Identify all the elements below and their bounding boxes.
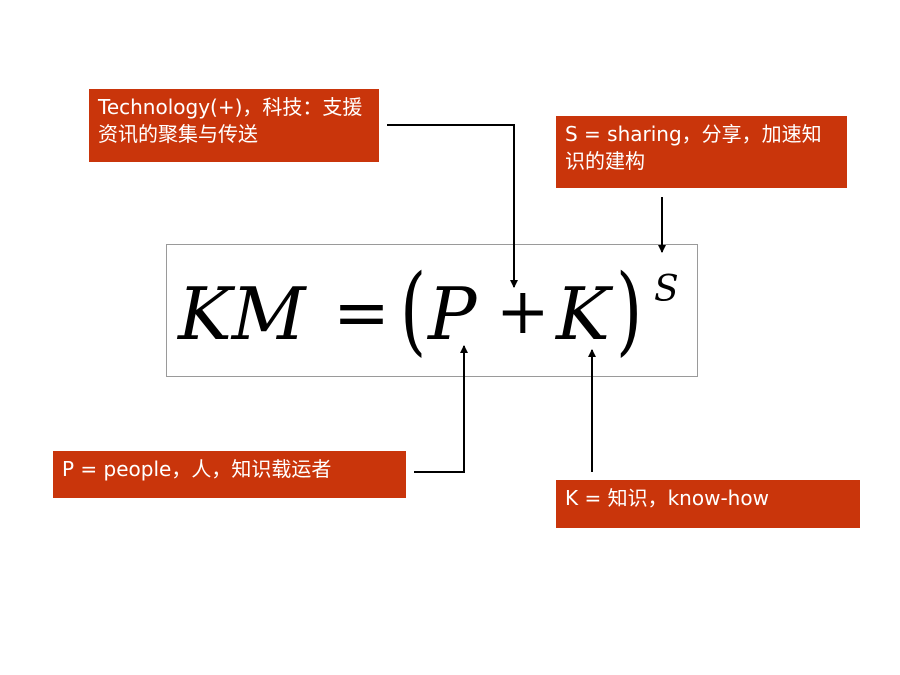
formula-k: K <box>556 272 610 356</box>
formula-p: P <box>428 272 477 356</box>
technology-callout: Technology(+)，科技：支援资讯的聚集与传送 <box>89 89 379 162</box>
formula-open-paren: ( <box>400 254 427 366</box>
knowledge-callout: K = 知识，know-how <box>556 480 860 528</box>
sharing-callout: S = sharing，分享，加速知识的建构 <box>556 116 847 188</box>
people-arrow <box>414 345 468 473</box>
technology-callout-text: Technology(+)，科技：支援资讯的聚集与传送 <box>98 95 363 146</box>
people-callout: P = people，人，知识载运者 <box>53 451 406 498</box>
technology-arrow <box>387 124 518 288</box>
formula-plus: + <box>496 275 550 349</box>
formula-exponent-s: S <box>654 269 679 310</box>
formula-km: KM <box>178 272 306 356</box>
formula-frame <box>166 244 698 377</box>
formula-close-paren: ) <box>616 254 643 366</box>
formula-equals: = <box>333 274 390 353</box>
people-callout-text: P = people，人，知识载运者 <box>62 457 332 481</box>
knowledge-callout-text: K = 知识，know-how <box>565 486 769 510</box>
sharing-callout-text: S = sharing，分享，加速知识的建构 <box>565 122 822 173</box>
